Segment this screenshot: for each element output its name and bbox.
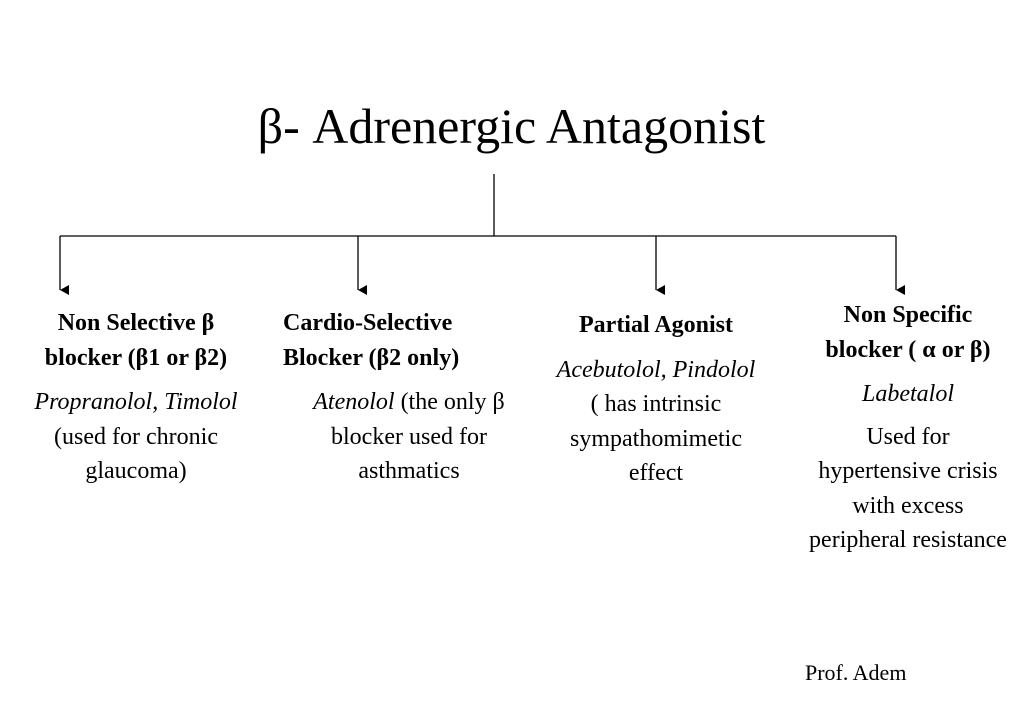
non-specific-heading: Non Specific blocker ( α or β) bbox=[786, 298, 1023, 367]
non-specific-drugs: Labetalol bbox=[786, 377, 1023, 412]
heading-line: blocker ( α or β) bbox=[825, 336, 991, 363]
non-specific-description: Used for hypertensive crisis with excess… bbox=[786, 420, 1023, 558]
author-credit: Prof. Adem bbox=[805, 660, 907, 685]
heading-line: Blocker (β2 only) bbox=[283, 344, 460, 371]
note-line: Used for bbox=[866, 423, 950, 450]
cardio-selective-heading: Cardio-Selective Blocker (β2 only) bbox=[276, 306, 542, 375]
heading-line: blocker (β1 or β2) bbox=[44, 344, 228, 371]
note-line: asthmatics bbox=[358, 458, 460, 484]
drug-names: Atenolol bbox=[313, 389, 395, 415]
drug-names: Acebutolol, Pindolol bbox=[556, 356, 756, 383]
partial-agonist-node: Partial Agonist Acebutolol, Pindolol ( h… bbox=[532, 308, 780, 491]
cardio-selective-description: Atenolol (the only β blocker used for as… bbox=[276, 385, 542, 489]
non-selective-heading: Non Selective β blocker (β1 or β2) bbox=[0, 306, 272, 375]
partial-agonist-heading: Partial Agonist bbox=[532, 308, 780, 343]
heading-line: Non Specific bbox=[843, 302, 973, 328]
heading-line: Partial Agonist bbox=[579, 312, 733, 338]
note-line: effect bbox=[628, 460, 684, 486]
drug-names: Labetalol bbox=[861, 381, 954, 407]
note-line: sympathomimetic bbox=[570, 425, 742, 452]
note-line: (the only β bbox=[394, 389, 505, 415]
diagram-title: β- Adrenergic Antagonist bbox=[257, 98, 766, 154]
heading-line: Cardio-Selective bbox=[283, 310, 453, 336]
heading-line: Non Selective β bbox=[57, 310, 215, 336]
note-line: blocker used for bbox=[331, 423, 487, 450]
non-selective-description: Propranolol, Timolol (used for chronic g… bbox=[0, 385, 272, 489]
drug-names: Propranolol, Timolol bbox=[34, 389, 238, 415]
note-line: (used for chronic bbox=[54, 423, 218, 450]
note-line: peripheral resistance bbox=[809, 527, 1007, 553]
cardio-selective-node: Cardio-Selective Blocker (β2 only) Ateno… bbox=[276, 306, 542, 489]
non-specific-node: Non Specific blocker ( α or β) Labetalol… bbox=[786, 298, 1023, 558]
non-selective-node: Non Selective β blocker (β1 or β2) Propr… bbox=[0, 306, 272, 489]
note-line: hypertensive crisis bbox=[818, 458, 998, 484]
note-line: ( has intrinsic bbox=[590, 391, 722, 417]
partial-agonist-description: Acebutolol, Pindolol ( has intrinsic sym… bbox=[532, 353, 780, 491]
note-line: glaucoma) bbox=[85, 458, 187, 484]
note-line: with excess bbox=[852, 492, 964, 519]
